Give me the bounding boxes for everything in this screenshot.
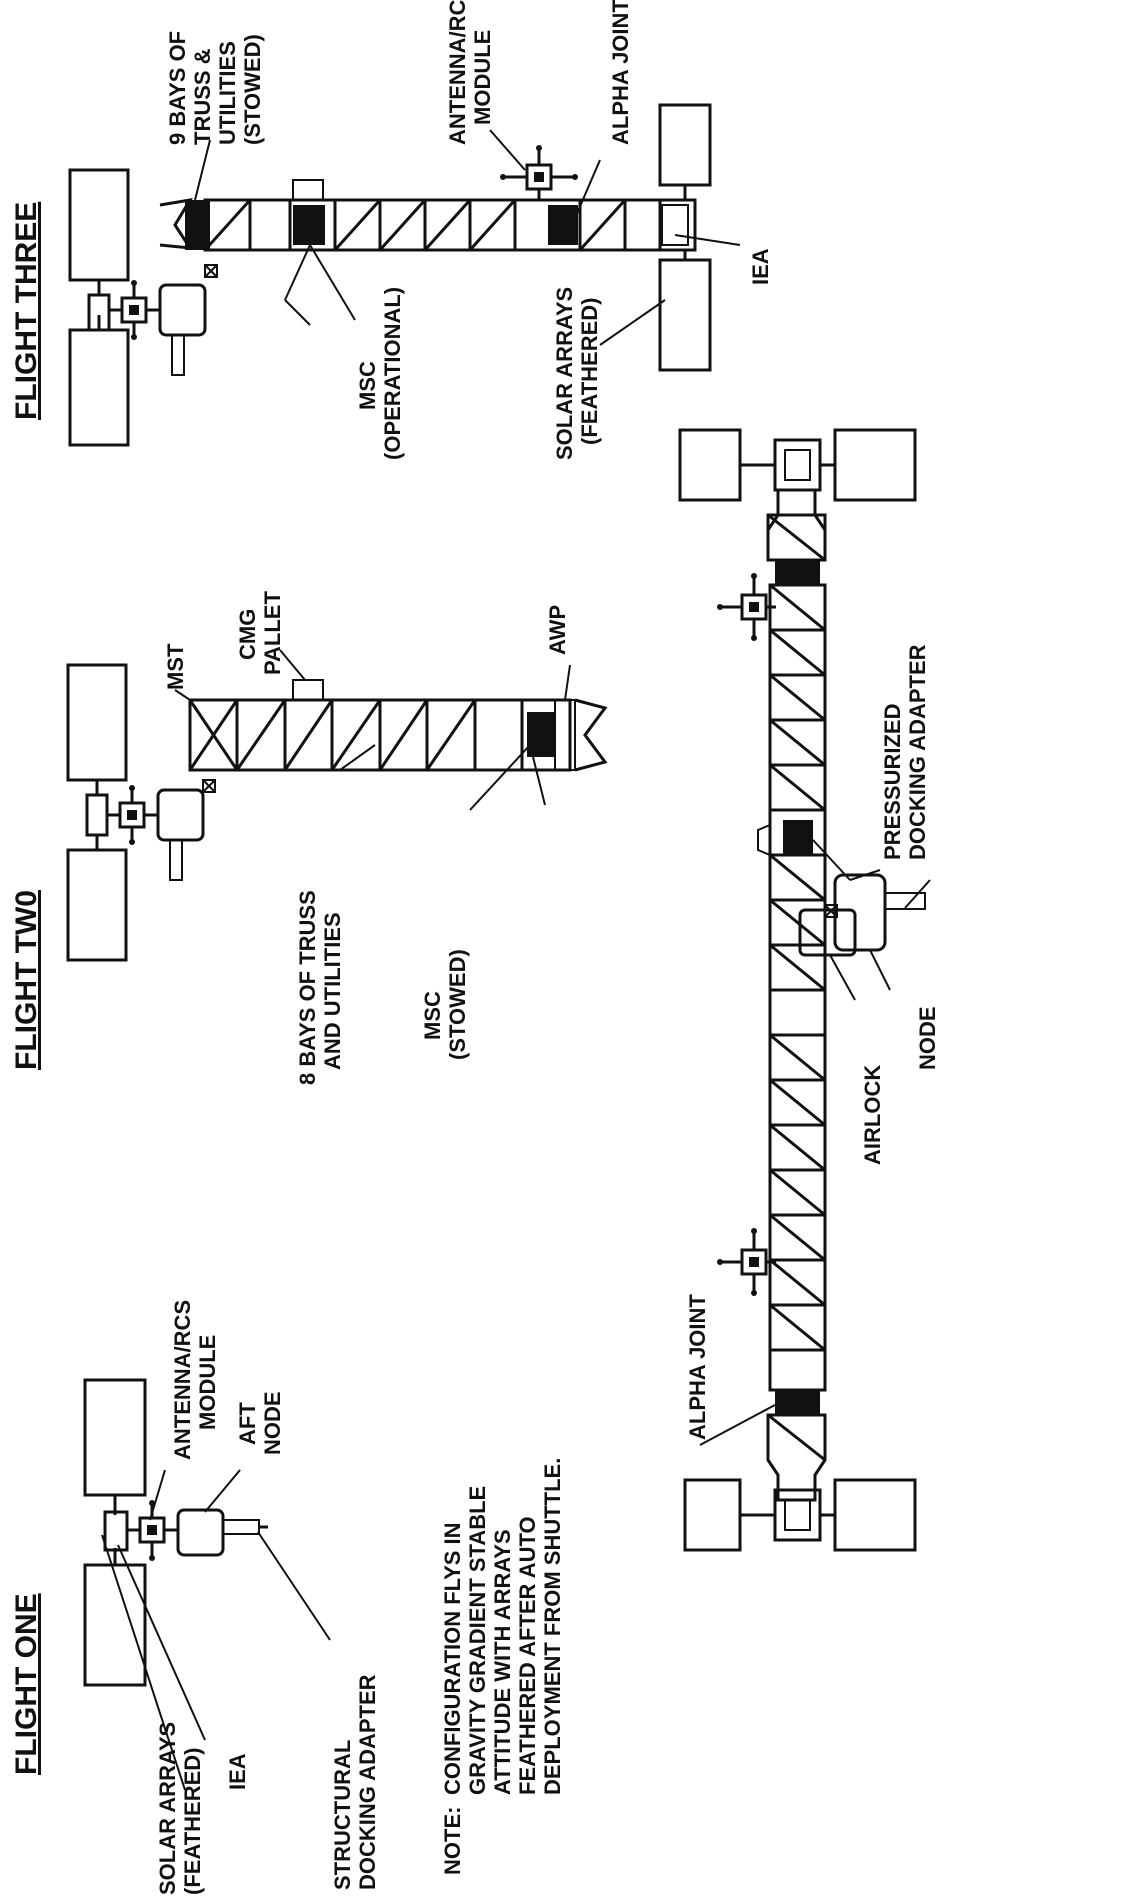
f1-label-iea: IEA (225, 1753, 250, 1790)
f3-solar-array-left (68, 328, 130, 447)
f2-label-awp: AWP (545, 605, 570, 655)
as-solar-bottom-right (833, 1478, 917, 1552)
title-flight-three: FLIGHT THREE (10, 202, 43, 420)
flight-two-diagram (66, 649, 608, 962)
f1-aft-node (176, 1508, 225, 1557)
as-solar-top-right (833, 428, 917, 502)
note-label: NOTE: (440, 1807, 465, 1875)
note-line-3: ATTITUDE WITH ARRAYS (490, 1529, 515, 1795)
f3-label-bays-2: TRUSS & (190, 48, 215, 145)
f1-label-aft-2: NODE (260, 1391, 285, 1455)
f2-label-bays-1: 8 BAYS OF TRUSS (295, 890, 320, 1085)
f1-iea-box (103, 1510, 129, 1552)
f2-label-msc-2: (STOWED) (445, 949, 470, 1060)
f1-label-structural-2: DOCKING ADAPTER (355, 1674, 380, 1890)
f2-label-msc-1: MSC (420, 991, 445, 1040)
as-airlock (798, 908, 857, 957)
f3-truss (203, 198, 697, 252)
flight-one-diagram (83, 1378, 331, 1791)
f1-label-antenna-1: ANTENNA/RCS (170, 1300, 195, 1460)
note-line-5: DEPLOYMENT FROM SHUTTLE. (540, 1458, 565, 1795)
f3-label-alpha: ALPHA JOINT (608, 0, 633, 145)
f3-label-iea: IEA (748, 248, 773, 285)
note-line-4: FEATHERED AFTER AUTO (515, 1516, 540, 1795)
f3-label-antenna-2: MODULE (470, 30, 495, 125)
f3-label-msc-2: (OPERATIONAL) (380, 287, 405, 460)
f1-solar-array-right (83, 1378, 147, 1497)
f2-label-mst: MST (163, 643, 188, 690)
f2-label-cmg-1: CMG (235, 609, 260, 660)
title-flight-two: FLIGHT TW0 (10, 890, 43, 1070)
f1-label-solar-arrays-2: (FEATHERED) (180, 1748, 205, 1895)
as-label-pda-2: DOCKING ADAPTER (905, 644, 930, 860)
f2-solar-array-left (66, 848, 128, 962)
f3-label-antenna-1: ANTENNA/RCS (445, 0, 470, 145)
assembled-station-diagram (678, 428, 931, 1552)
f2-label-cmg-2: PALLET (260, 591, 285, 675)
note-line-2: GRAVITY GRADIENT STABLE (465, 1486, 490, 1795)
note-line-1: CONFIGURATION FLYS IN (440, 1522, 465, 1795)
as-label-alpha: ALPHA JOINT (685, 1294, 710, 1440)
f3-outboard-solar-right (658, 103, 712, 187)
as-solar-top-left (678, 428, 742, 502)
title-flight-one: FLIGHT ONE (10, 1593, 43, 1775)
f1-label-structural-1: STRUCTURAL (330, 1740, 355, 1890)
f3-label-msc-1: MSC (355, 361, 380, 410)
as-solar-bottom-left (683, 1478, 742, 1552)
f3-label-bays-4: (STOWED) (240, 34, 265, 145)
f2-label-bays-2: AND UTILITIES (320, 912, 345, 1070)
f3-label-solar-1: SOLAR ARRAYS (552, 287, 577, 460)
f1-label-antenna-2: MODULE (195, 1335, 220, 1430)
f1-label-aft-1: AFT (235, 1402, 260, 1445)
as-truss (768, 583, 827, 1392)
f1-docking-adapter (222, 1519, 260, 1535)
as-label-pda-1: PRESSURIZED (880, 704, 905, 860)
f1-label-solar-arrays-1: SOLAR ARRAYS (155, 1722, 180, 1895)
f3-outboard-solar-left (658, 258, 712, 372)
f3-label-bays-1: 9 BAYS OF (165, 31, 190, 145)
as-node (833, 873, 887, 952)
f2-solar-array-right (66, 663, 128, 782)
as-label-airlock: AIRLOCK (860, 1065, 885, 1165)
f3-label-solar-2: (FEATHERED) (577, 298, 602, 445)
f3-solar-array-right (68, 168, 130, 282)
as-label-node: NODE (915, 1006, 940, 1070)
flight-three-diagram (68, 103, 741, 447)
f3-label-bays-3: UTILITIES (215, 41, 240, 145)
